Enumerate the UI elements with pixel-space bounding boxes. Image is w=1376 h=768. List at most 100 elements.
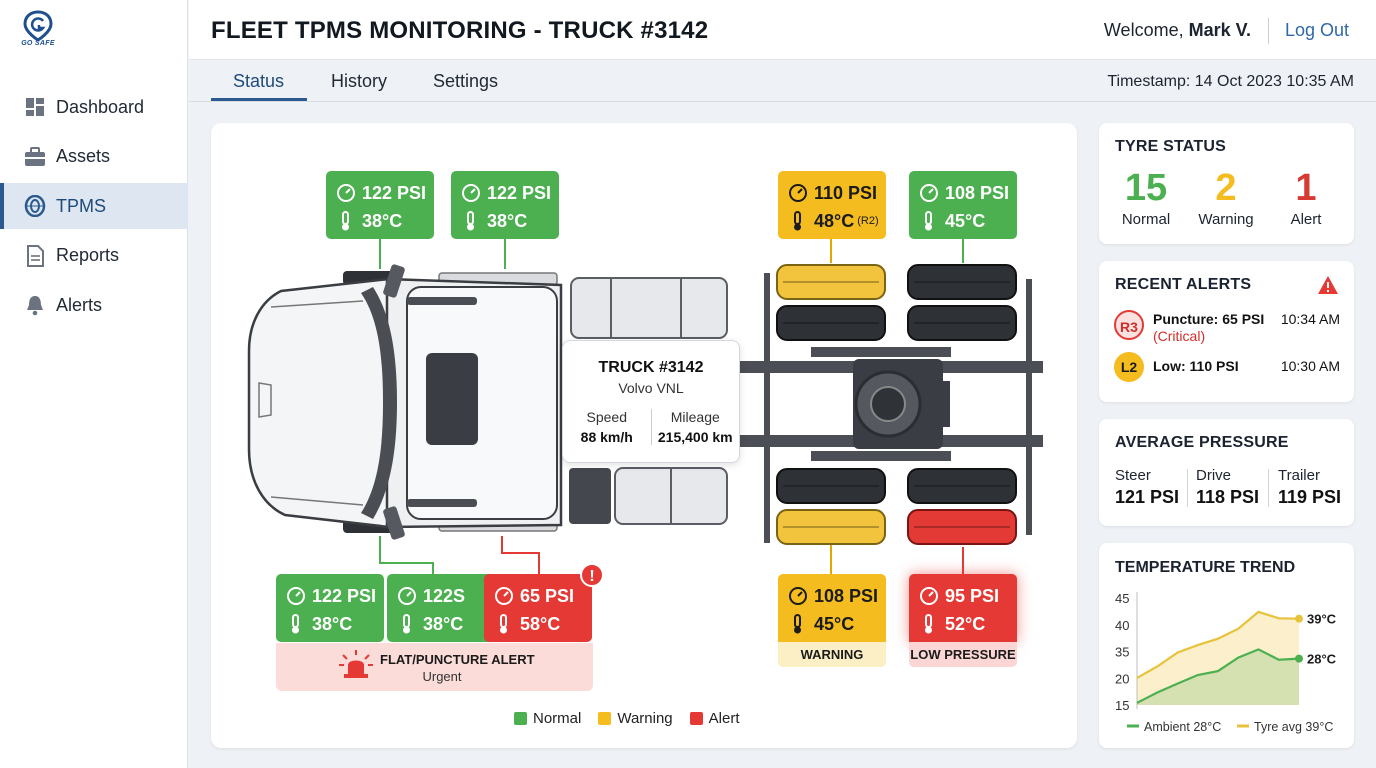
tyre-box-front-right-inner[interactable]: 122S 38°C xyxy=(387,574,495,642)
document-icon xyxy=(24,244,46,267)
thermometer-icon xyxy=(500,614,507,634)
thermometer-icon xyxy=(794,211,801,231)
tab-bar: Status History Settings Timestamp: 14 Oc… xyxy=(189,60,1376,102)
y-tick-label: 40 xyxy=(1115,618,1129,633)
legend-label: Alert xyxy=(708,710,740,727)
siren-icon xyxy=(339,650,373,678)
series-line xyxy=(1136,648,1300,704)
tyre-box-front-left-inner[interactable]: 122 PSI 38°C xyxy=(451,171,559,239)
legend-label: Normal xyxy=(533,710,582,727)
truck-name: TRUCK #3142 xyxy=(598,359,704,376)
series-end-point xyxy=(1295,654,1303,663)
tab-settings[interactable]: Settings xyxy=(433,71,499,91)
sidebar-item-alerts[interactable]: Alerts xyxy=(0,282,188,328)
alert-detail: (Critical) xyxy=(1153,328,1206,344)
legend-swatch xyxy=(514,712,527,725)
alert-message: Puncture: 65 PSI xyxy=(1153,311,1265,327)
avg-steer: Steer 121 PSI xyxy=(1115,467,1179,508)
mileage-value: 215,400 km xyxy=(657,429,733,445)
speed-label: Speed xyxy=(586,409,627,425)
tyre-pressure: 122 PSI xyxy=(312,585,377,606)
thermometer-icon xyxy=(292,614,299,634)
bell-icon xyxy=(24,294,46,316)
gauge-icon xyxy=(920,587,938,605)
temperature-trend-chart: TEMPERATURE TREND 454035201539°C28°CAmbi… xyxy=(1115,559,1337,734)
legend-label: Ambient 28°C xyxy=(1144,720,1221,734)
tyre-temperature: 48°C xyxy=(814,210,855,231)
legend-label: Warning xyxy=(617,710,673,727)
timestamp: Timestamp: 14 Oct 2023 10:35 AM xyxy=(1107,73,1354,90)
alert-message: Low: 110 PSI xyxy=(1153,358,1239,374)
go-safe-logo[interactable]: GO SAFE xyxy=(16,10,60,50)
legend-swatch xyxy=(689,712,703,725)
sidebar-item-dashboard[interactable]: Dashboard xyxy=(0,84,188,130)
tyre-temperature: 38°C xyxy=(423,613,464,634)
sidebar-item-label: Reports xyxy=(56,245,120,266)
legend-normal: Normal xyxy=(514,710,581,727)
truck-model: Volvo VNL xyxy=(618,380,684,396)
header-divider xyxy=(1268,18,1269,44)
welcome-label: Welcome, xyxy=(1103,20,1184,40)
average-pressure-title: AVERAGE PRESSURE xyxy=(1115,434,1289,451)
sidebar-item-label: Alerts xyxy=(56,294,103,315)
gauge-icon xyxy=(789,587,807,605)
y-tick-label: 15 xyxy=(1115,698,1129,713)
thermometer-icon xyxy=(342,211,349,231)
tyre-box-drive1-upper[interactable]: 110 PSI 48°C(R2) xyxy=(778,171,886,239)
sidebar-item-assets[interactable]: Assets xyxy=(0,134,188,180)
avg-value: 118 PSI xyxy=(1196,487,1260,507)
tyre-temperature: 58°C xyxy=(520,613,561,634)
status-count: 15 xyxy=(1124,167,1168,209)
status-count: 2 xyxy=(1215,167,1237,209)
sidebar-item-tpms[interactable]: TPMS xyxy=(0,183,188,230)
tyre-temperature: 38°C xyxy=(312,613,353,634)
gauge-icon xyxy=(337,184,355,202)
average-pressure-card: AVERAGE PRESSURE Steer 121 PSI Drive 118 P… xyxy=(1099,419,1354,526)
avg-label: Steer xyxy=(1115,467,1151,484)
flat-alert-title: FLAT/PUNCTURE ALERT xyxy=(380,652,535,667)
legend-swatch xyxy=(598,712,612,725)
sidebar-item-reports[interactable]: Reports xyxy=(0,233,188,279)
avg-divider xyxy=(1268,469,1269,507)
page-title: FLEET TPMS MONITORING - TRUCK #3142 xyxy=(211,17,709,44)
tyre-box-drive2-upper[interactable]: 108 PSI 45°C xyxy=(909,171,1017,239)
series-end-point xyxy=(1295,614,1303,623)
tab-status[interactable]: Status xyxy=(233,71,285,91)
legend-label: Tyre avg 39°C xyxy=(1254,720,1333,734)
tyre-temperature: 38°C xyxy=(362,210,403,231)
tyre-pressure: 122 PSI xyxy=(487,182,552,203)
tyre-box-front-left-outer[interactable]: 122 PSI 38°C xyxy=(326,171,434,239)
avg-value: 121 PSI xyxy=(1115,487,1180,507)
recent-alerts-card: RECENT ALERTS R3 Puncture: 65 PSI (Criti… xyxy=(1099,261,1354,402)
alert-position-badge: R3 xyxy=(1114,310,1144,340)
tyre-pressure: 110 PSI xyxy=(814,182,878,203)
flat-alert-subtitle: Urgent xyxy=(422,669,462,684)
logo-text: GO SAFE xyxy=(21,40,55,47)
tyre-box-drive2-lower[interactable]: 95 PSI 52°C xyxy=(909,574,1017,642)
chart-title: TEMPERATURE TREND xyxy=(1115,559,1295,576)
logo-pin-icon xyxy=(23,10,53,42)
sidebar-nav: Dashboard Assets TPMS Reports Alerts xyxy=(0,84,188,332)
gauge-icon xyxy=(287,587,305,605)
y-tick-label: 45 xyxy=(1115,591,1129,606)
tab-history[interactable]: History xyxy=(331,71,388,91)
tyre-box-drive1-lower[interactable]: 108 PSI 45°C xyxy=(778,574,886,642)
flat-puncture-alert[interactable]: FLAT/PUNCTURE ALERT Urgent xyxy=(276,643,593,691)
status-label: Normal xyxy=(1121,211,1171,228)
warning-tag: WARNING xyxy=(778,642,886,667)
tyre-box-front-right-outer[interactable]: 122 PSI 38°C xyxy=(276,574,384,642)
tire-icon xyxy=(24,195,46,218)
mileage-label: Mileage xyxy=(670,409,720,425)
logout-link[interactable]: Log Out xyxy=(1284,20,1349,40)
tyre-box-front-right-alert[interactable]: 65 PSI 58°C xyxy=(484,574,592,642)
sidebar-item-label: Assets xyxy=(56,146,111,167)
briefcase-icon xyxy=(24,146,46,168)
avg-label: Drive xyxy=(1196,467,1232,484)
legend-alert: Alert xyxy=(689,710,740,727)
thermometer-icon xyxy=(925,614,932,634)
avg-divider xyxy=(1187,469,1188,507)
